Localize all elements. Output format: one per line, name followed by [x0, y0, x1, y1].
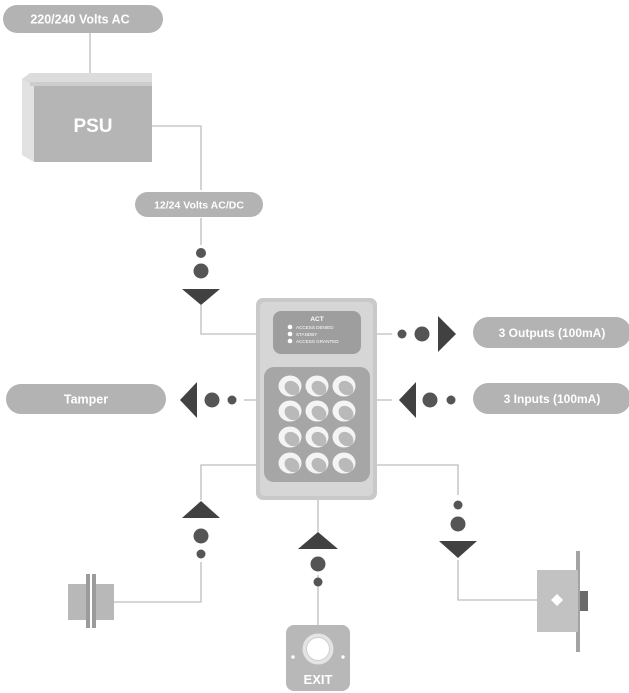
exit-connector — [298, 532, 338, 587]
keypad-key-shadow — [284, 431, 300, 447]
tamper-label: Tamper — [6, 384, 166, 414]
exit-label: EXIT — [304, 672, 333, 687]
led-label-standby: STANDBY — [296, 332, 317, 337]
led-label-access-granted: ACCESS GRANTED — [296, 339, 339, 344]
keypad-display-panel — [273, 311, 361, 354]
keypad-key-shadow — [311, 380, 327, 396]
keypad-key-shadow — [311, 431, 327, 447]
large-dot — [450, 516, 466, 532]
svg-text:220/240 Volts AC: 220/240 Volts AC — [30, 13, 129, 27]
keypad-key-shadow — [338, 457, 354, 473]
magnetic-lock-icon — [68, 574, 114, 628]
inputs-connector — [399, 382, 456, 418]
tamper-connector — [180, 382, 237, 418]
low-voltage-label: 12/24 Volts AC/DC — [135, 192, 263, 217]
keypad-key-shadow — [311, 405, 327, 421]
status-led-list: ACCESS DENIED STANDBY ACCESS GRANTED — [287, 324, 339, 344]
large-dot — [193, 263, 209, 279]
svg-text:3 Outputs (100mA): 3 Outputs (100mA) — [499, 326, 606, 340]
small-dot — [196, 248, 206, 258]
psu-to-low-voltage-line — [152, 125, 202, 190]
large-dot — [422, 392, 438, 408]
magnet-connector — [182, 501, 220, 559]
psu-label: PSU — [73, 116, 112, 137]
right-arrow-icon — [438, 316, 456, 352]
keypad-to-lock-line — [375, 464, 459, 495]
psu-unit: PSU — [22, 73, 152, 162]
large-dot — [414, 326, 430, 342]
keypad-key-shadow — [284, 457, 300, 473]
svg-text:Tamper: Tamper — [64, 393, 108, 407]
exit-button: EXIT — [286, 625, 350, 691]
up-arrow-icon — [182, 501, 220, 518]
large-dot — [193, 528, 209, 544]
down-arrow-icon — [439, 541, 477, 558]
down-arrow-icon — [182, 289, 220, 305]
door-lock-icon — [537, 551, 588, 652]
keypad-key-shadow — [338, 380, 354, 396]
lock-lead-line — [457, 560, 537, 601]
led-icon — [287, 324, 293, 330]
keypad-key-shadow — [338, 431, 354, 447]
screw-icon — [341, 655, 345, 659]
left-arrow-icon — [399, 382, 416, 418]
power-connector — [182, 248, 220, 305]
power-to-keypad-line — [200, 305, 258, 335]
brand-logo: ACT — [310, 316, 323, 323]
small-dot — [313, 577, 323, 587]
led-icon — [287, 331, 293, 337]
keypad-key-shadow — [284, 380, 300, 396]
keypad-to-magnet-line — [200, 464, 260, 500]
diamond-icon — [551, 594, 563, 606]
small-dot — [446, 395, 456, 405]
keypad-key-shadow — [311, 457, 327, 473]
mains-supply-label: 220/240 Volts AC — [3, 5, 163, 33]
up-arrow-icon — [298, 532, 338, 549]
keypad-keys — [278, 375, 356, 474]
keypad-device: ACT ACCESS DENIED STANDBY ACCESS GRANTED — [256, 298, 377, 500]
lock-connector — [439, 500, 477, 558]
inputs-label: 3 Inputs (100mA) — [473, 383, 629, 414]
large-dot — [204, 392, 220, 408]
small-dot — [196, 549, 206, 559]
outputs-connector — [397, 316, 456, 352]
large-dot — [310, 556, 326, 572]
led-label-access-denied: ACCESS DENIED — [296, 325, 334, 330]
svg-text:12/24 Volts AC/DC: 12/24 Volts AC/DC — [154, 200, 244, 212]
small-dot — [453, 500, 463, 510]
outputs-label: 3 Outputs (100mA) — [473, 317, 629, 348]
magnet-lead-line — [113, 562, 202, 603]
screw-icon — [291, 655, 295, 659]
small-dot — [227, 395, 237, 405]
keypad-key-shadow — [284, 405, 300, 421]
led-icon — [287, 338, 293, 344]
left-arrow-icon — [180, 382, 197, 418]
svg-text:3 Inputs (100mA): 3 Inputs (100mA) — [504, 392, 601, 406]
small-dot — [397, 329, 407, 339]
keypad-key-shadow — [338, 405, 354, 421]
